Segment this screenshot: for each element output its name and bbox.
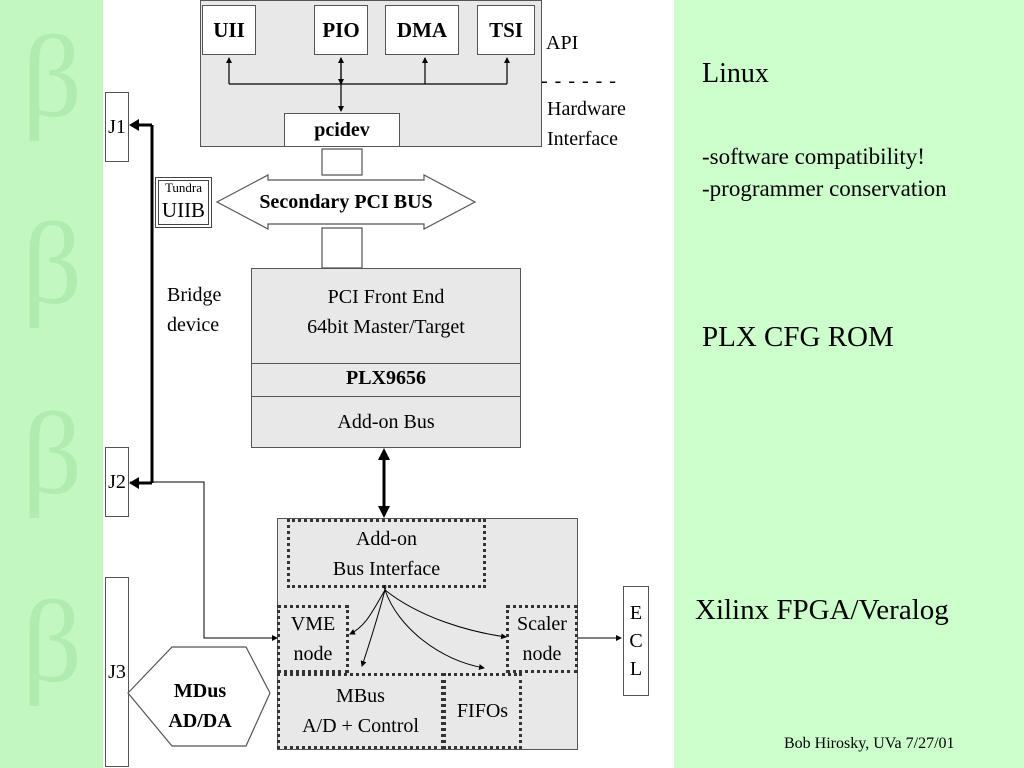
vme-line: VME	[290, 613, 336, 635]
device-label-line: device	[167, 314, 220, 336]
linux-heading: Linux	[702, 58, 769, 89]
mdus-line: MDus	[173, 680, 227, 702]
api-label: API	[546, 32, 579, 54]
beta-watermark: β	[22, 11, 83, 142]
tsi-module: TSI	[477, 5, 535, 55]
mbus-line: MBus	[336, 685, 385, 707]
vme-node: VME node	[277, 605, 349, 673]
tundra-label: Tundra	[164, 180, 203, 195]
arrow-down-icon	[378, 506, 390, 518]
j1-arrow-icon	[129, 119, 139, 131]
pio-module: PIO	[314, 5, 368, 55]
plx-chip-label: PLX9656	[346, 366, 426, 389]
fanout-arrows	[349, 585, 507, 671]
secondary-pci-bus-shape	[215, 148, 477, 269]
mdus-label: MDus AD/DA	[150, 676, 250, 736]
ecl-output: E C L	[623, 586, 649, 696]
plx-cfg-rom-label: PLX CFG ROM	[702, 321, 894, 353]
addon-line: Add-on	[355, 527, 418, 550]
plx-divider	[251, 363, 521, 364]
dma-module: DMA	[385, 5, 459, 55]
linux-benefits: -software compatibility! -programmer con…	[702, 141, 947, 205]
j2-vme-link	[130, 481, 278, 641]
api-bus-lines	[226, 57, 510, 112]
node-line: node	[522, 643, 562, 665]
beta-watermark: β	[22, 576, 83, 707]
ecl-letter: L	[629, 658, 643, 680]
benefit-item: -programmer conservation	[702, 176, 947, 201]
beta-watermark: β	[22, 198, 83, 329]
connector-j2: J2	[105, 447, 129, 517]
pcidev-box: pcidev	[284, 113, 400, 147]
interface-label-line: Interface	[547, 128, 619, 150]
ad-control-line: A/D + Control	[302, 715, 419, 737]
uiib-label: UIIB	[161, 198, 206, 222]
ecl-letter: E	[629, 602, 643, 624]
pci-front-end: PCI Front End 64bit Master/Target	[251, 282, 521, 342]
arrow-up-icon	[378, 448, 390, 460]
benefit-item: -software compatibility!	[702, 144, 925, 169]
connector-j1: J1	[105, 92, 129, 162]
bridge-bus-line	[136, 123, 154, 485]
credit-footer: Bob Hirosky, UVa 7/27/01	[784, 735, 955, 752]
addon-bus-label: Add-on Bus	[337, 410, 435, 433]
scaler-line: Scaler	[517, 613, 567, 635]
addon-bus-interface: Add-on Bus Interface	[287, 519, 486, 588]
mdus-arrow-shape	[127, 646, 271, 747]
master-target-line: 64bit Master/Target	[307, 316, 465, 338]
ecl-letter: C	[629, 630, 643, 652]
front-end-line: PCI Front End	[327, 286, 445, 308]
beta-watermark: β	[22, 388, 83, 519]
xilinx-fpga-label: Xilinx FPGA/Veralog	[695, 594, 949, 626]
hardware-label-line: Hardware	[547, 98, 626, 120]
fpga-block	[277, 518, 578, 750]
adda-line: AD/DA	[168, 710, 232, 732]
bus-interface-line: Bus Interface	[332, 557, 441, 580]
mbus-block: MBus A/D + Control	[277, 673, 444, 749]
node-line: node	[293, 643, 333, 665]
plx-divider	[251, 396, 521, 397]
secondary-pci-bus-label: Secondary PCI BUS	[259, 190, 433, 213]
bridge-device-label: Bridge device	[167, 280, 221, 340]
api-boundary-dashes: - - - - - -	[541, 70, 617, 92]
connector-j3: J3	[105, 577, 129, 767]
fifos-block: FIFOs	[443, 673, 522, 749]
scaler-node: Scaler node	[506, 605, 578, 673]
uii-module: UII	[202, 5, 256, 55]
plx9656-block	[251, 268, 521, 448]
hardware-interface-label: Hardware Interface	[547, 94, 626, 154]
bridge-label-line: Bridge	[167, 284, 222, 306]
tundra-uiib-box: Tundra UIIB	[155, 177, 212, 228]
j2-arrow-icon	[129, 477, 139, 489]
left-stripe	[0, 0, 103, 768]
